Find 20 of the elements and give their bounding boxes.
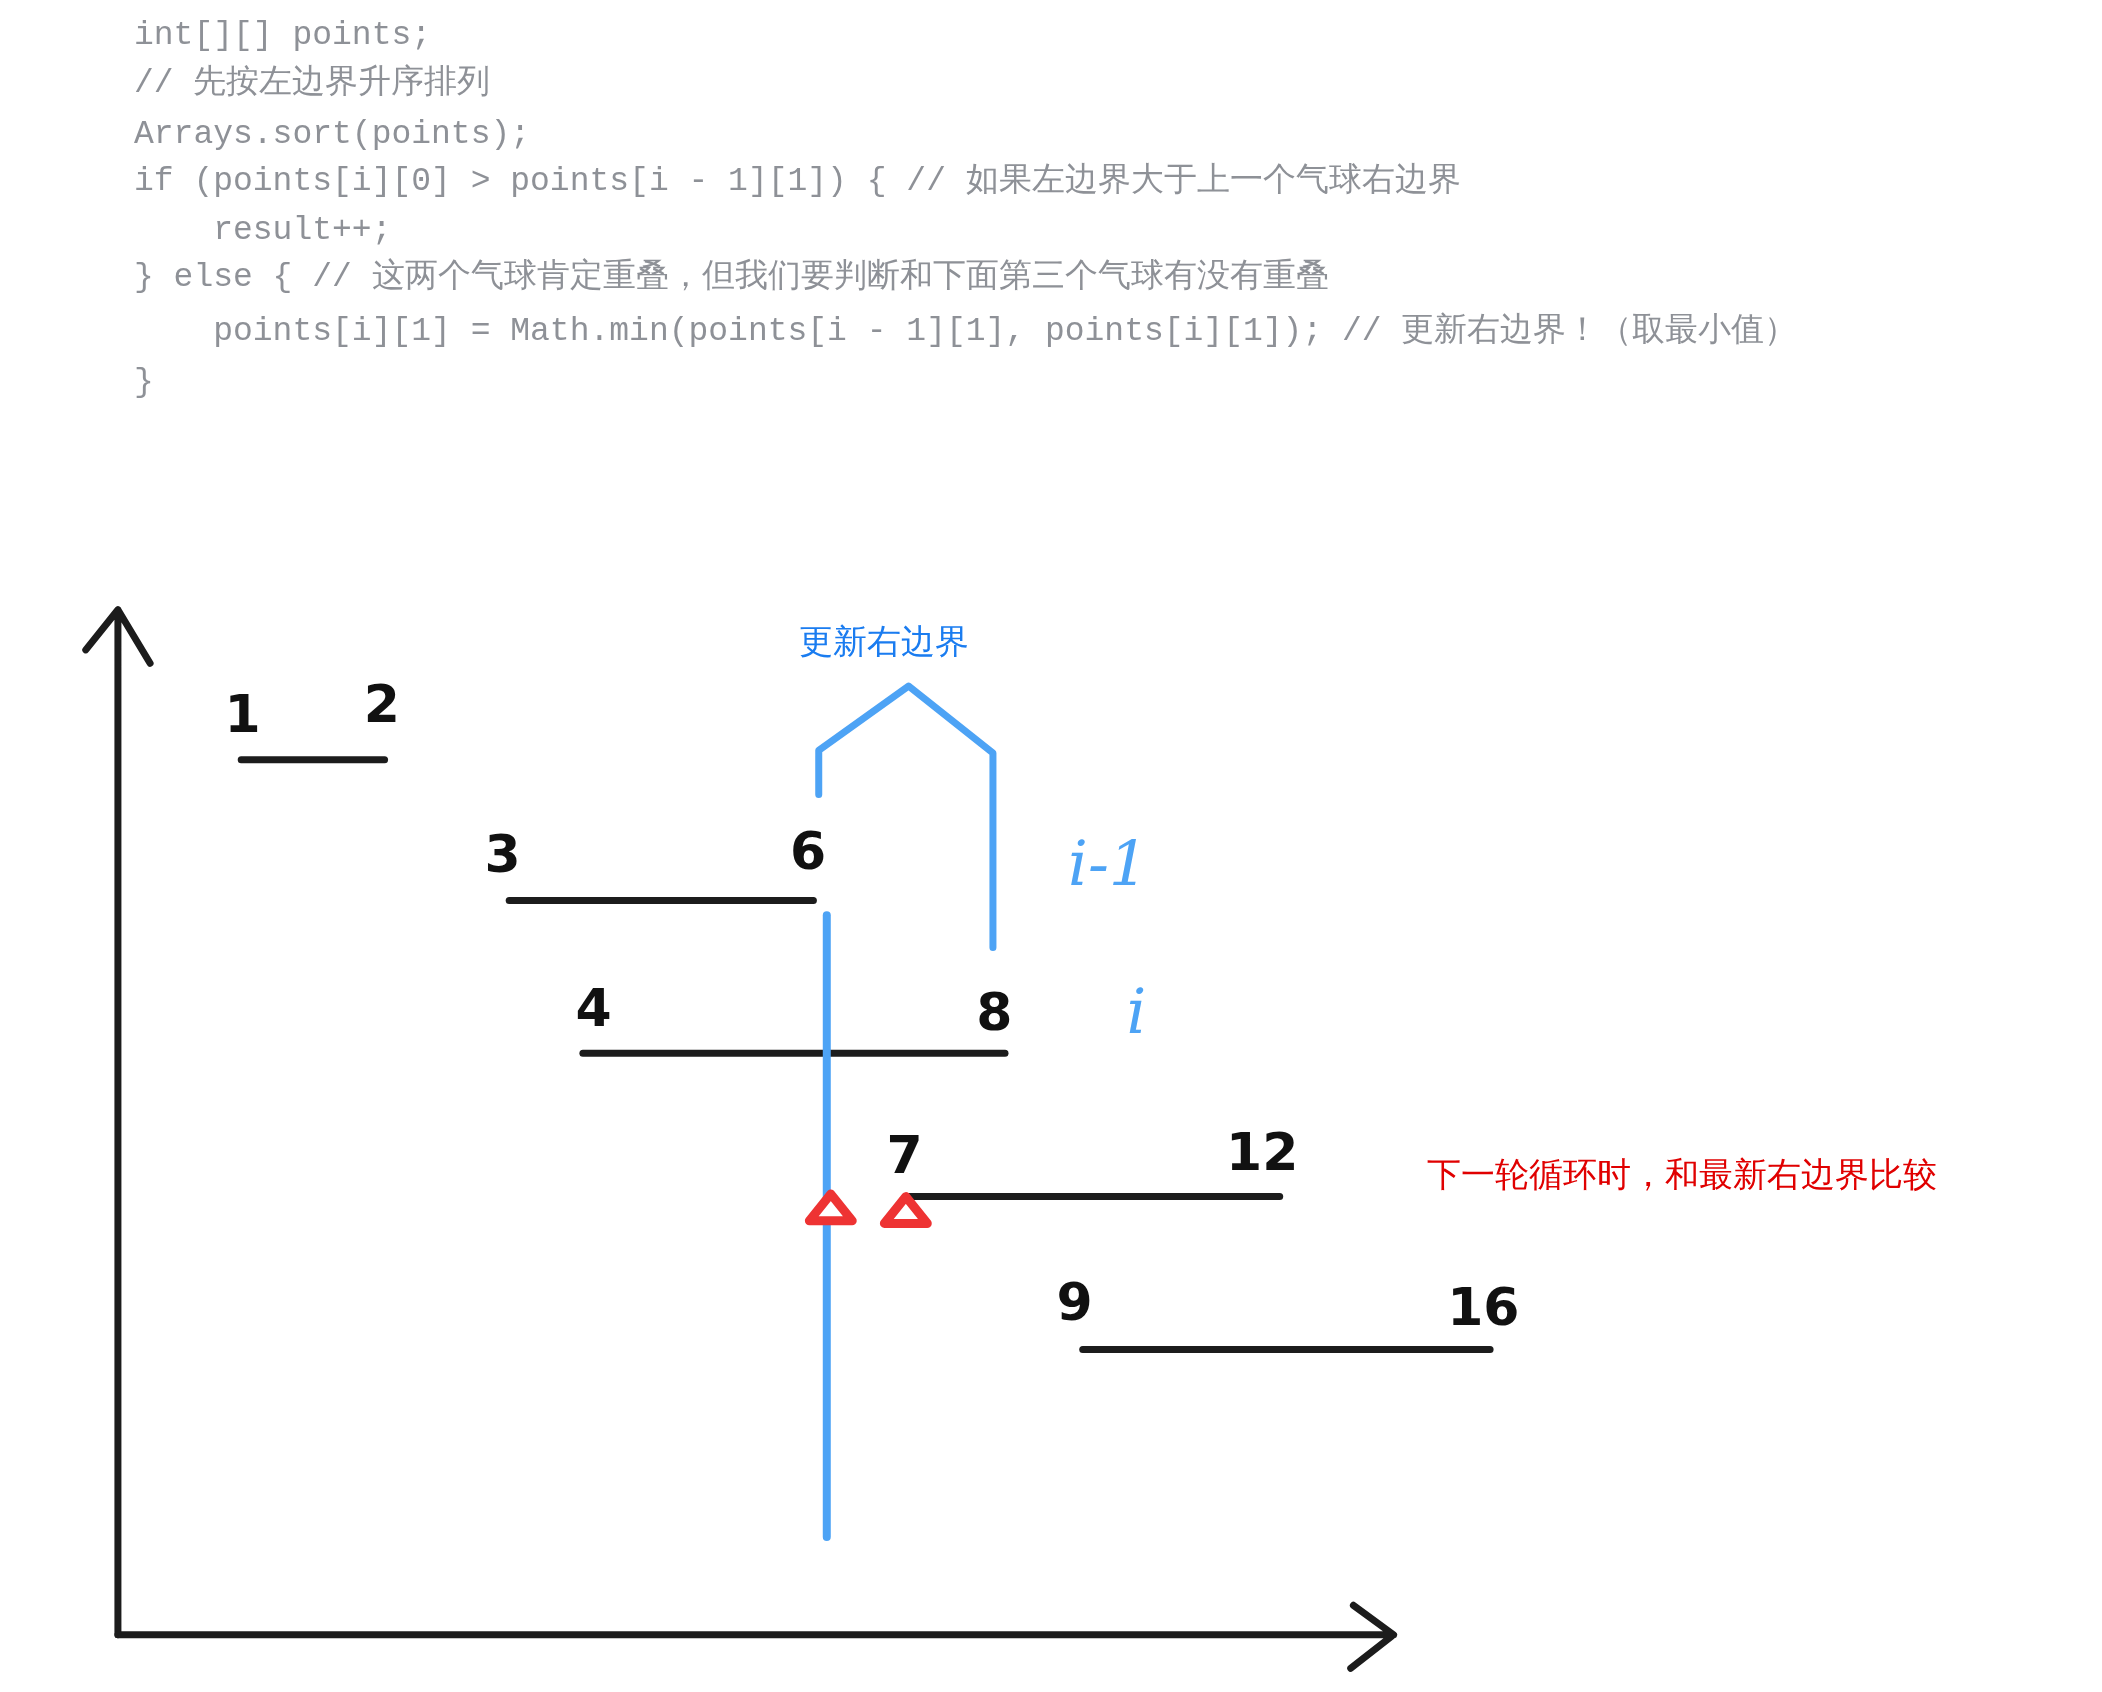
endpoint-number: 16 (1447, 1280, 1520, 1333)
code-line: int[][] points; (134, 18, 432, 52)
endpoint-number: 8 (976, 985, 1013, 1038)
annotation: 更新右边界 (799, 623, 970, 658)
endpoint-number: 2 (363, 677, 400, 730)
code-line: if (points[i][0] > points[i - 1][1]) { // 如果左边界大于上一个气球右边界 (134, 164, 1461, 198)
code-line: result++; (212, 214, 392, 248)
endpoint-number: 7 (886, 1129, 923, 1182)
index-label: i-1 (1068, 833, 1149, 896)
endpoint-number: 1 (224, 688, 261, 741)
code-line: points[i][1] = Math.min(points[i - 1][1], points[i][1]); // 更新右边界！（取最小值） (212, 314, 1798, 348)
endpoint-number: 12 (1226, 1126, 1299, 1179)
endpoint-number: 6 (789, 824, 827, 877)
annotation: 下一轮循环时，和最新右边界比较 (1426, 1156, 1937, 1191)
endpoint-number: 9 (1056, 1276, 1093, 1329)
index-label: i (1126, 980, 1147, 1043)
endpoint-number: 4 (575, 981, 612, 1034)
endpoint-number: 3 (484, 827, 521, 880)
code-line: } (134, 365, 154, 399)
code-line: Arrays.sort(points); (134, 117, 531, 151)
